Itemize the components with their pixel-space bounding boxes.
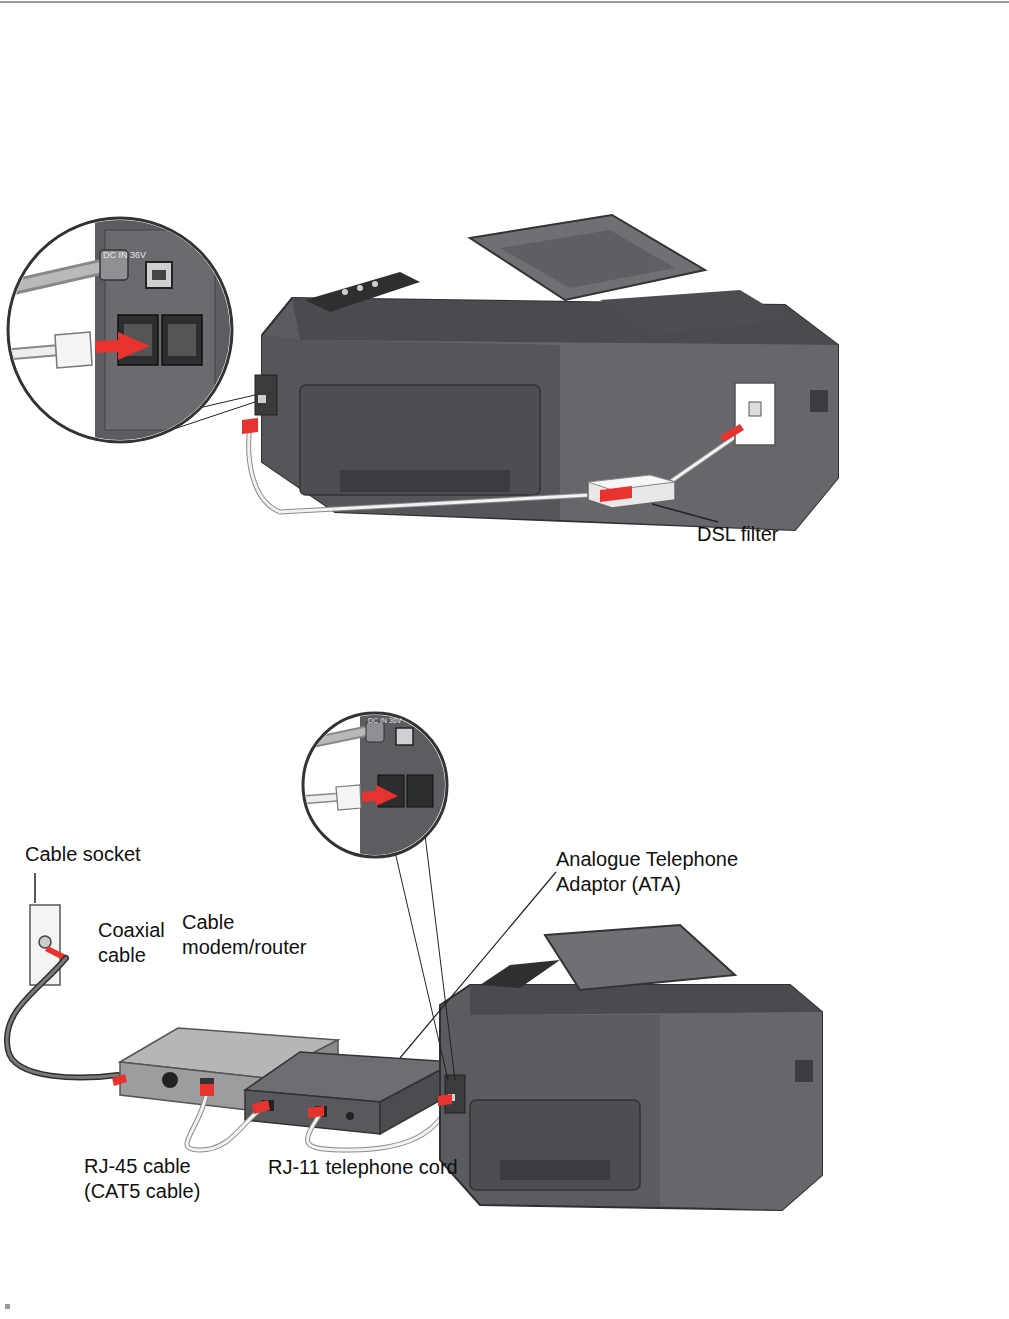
arrow-mark (252, 1100, 270, 1114)
part-label: DSL filter (697, 522, 779, 547)
phone-cord-top (249, 425, 745, 512)
network-cords (187, 1092, 452, 1150)
wall-jack-top (720, 383, 775, 445)
part-label: Coaxial cable (98, 918, 180, 968)
inset-leader (425, 835, 455, 1080)
inset-bottom (300, 710, 450, 860)
printer-top (255, 215, 838, 530)
leader-line (400, 872, 556, 1058)
part-label: Cable socket (25, 842, 141, 867)
ata-box (245, 1052, 455, 1134)
dsl-filter (588, 475, 675, 508)
page-bullet (5, 1304, 10, 1309)
arrow-mark (242, 418, 258, 434)
part-label: RJ-11 telephone cord (268, 1155, 458, 1180)
inset-leader (395, 852, 448, 1080)
arrow-mark (200, 1084, 214, 1096)
port-marking: DC IN 36V (368, 717, 401, 726)
part-label: Analogue Telephone Adaptor (ATA) (556, 847, 771, 897)
part-label: Cable modem/router (182, 910, 327, 960)
leader-line (652, 504, 718, 522)
port-marking: DC IN 36V (103, 250, 146, 261)
coaxial-cable (7, 958, 118, 1077)
part-label: RJ-45 cable (CAT5 cable) (84, 1154, 234, 1204)
printer-bottom (438, 925, 822, 1210)
page-rule (0, 1, 1009, 3)
inset-top (0, 200, 260, 465)
arrow-mark (308, 1106, 324, 1118)
